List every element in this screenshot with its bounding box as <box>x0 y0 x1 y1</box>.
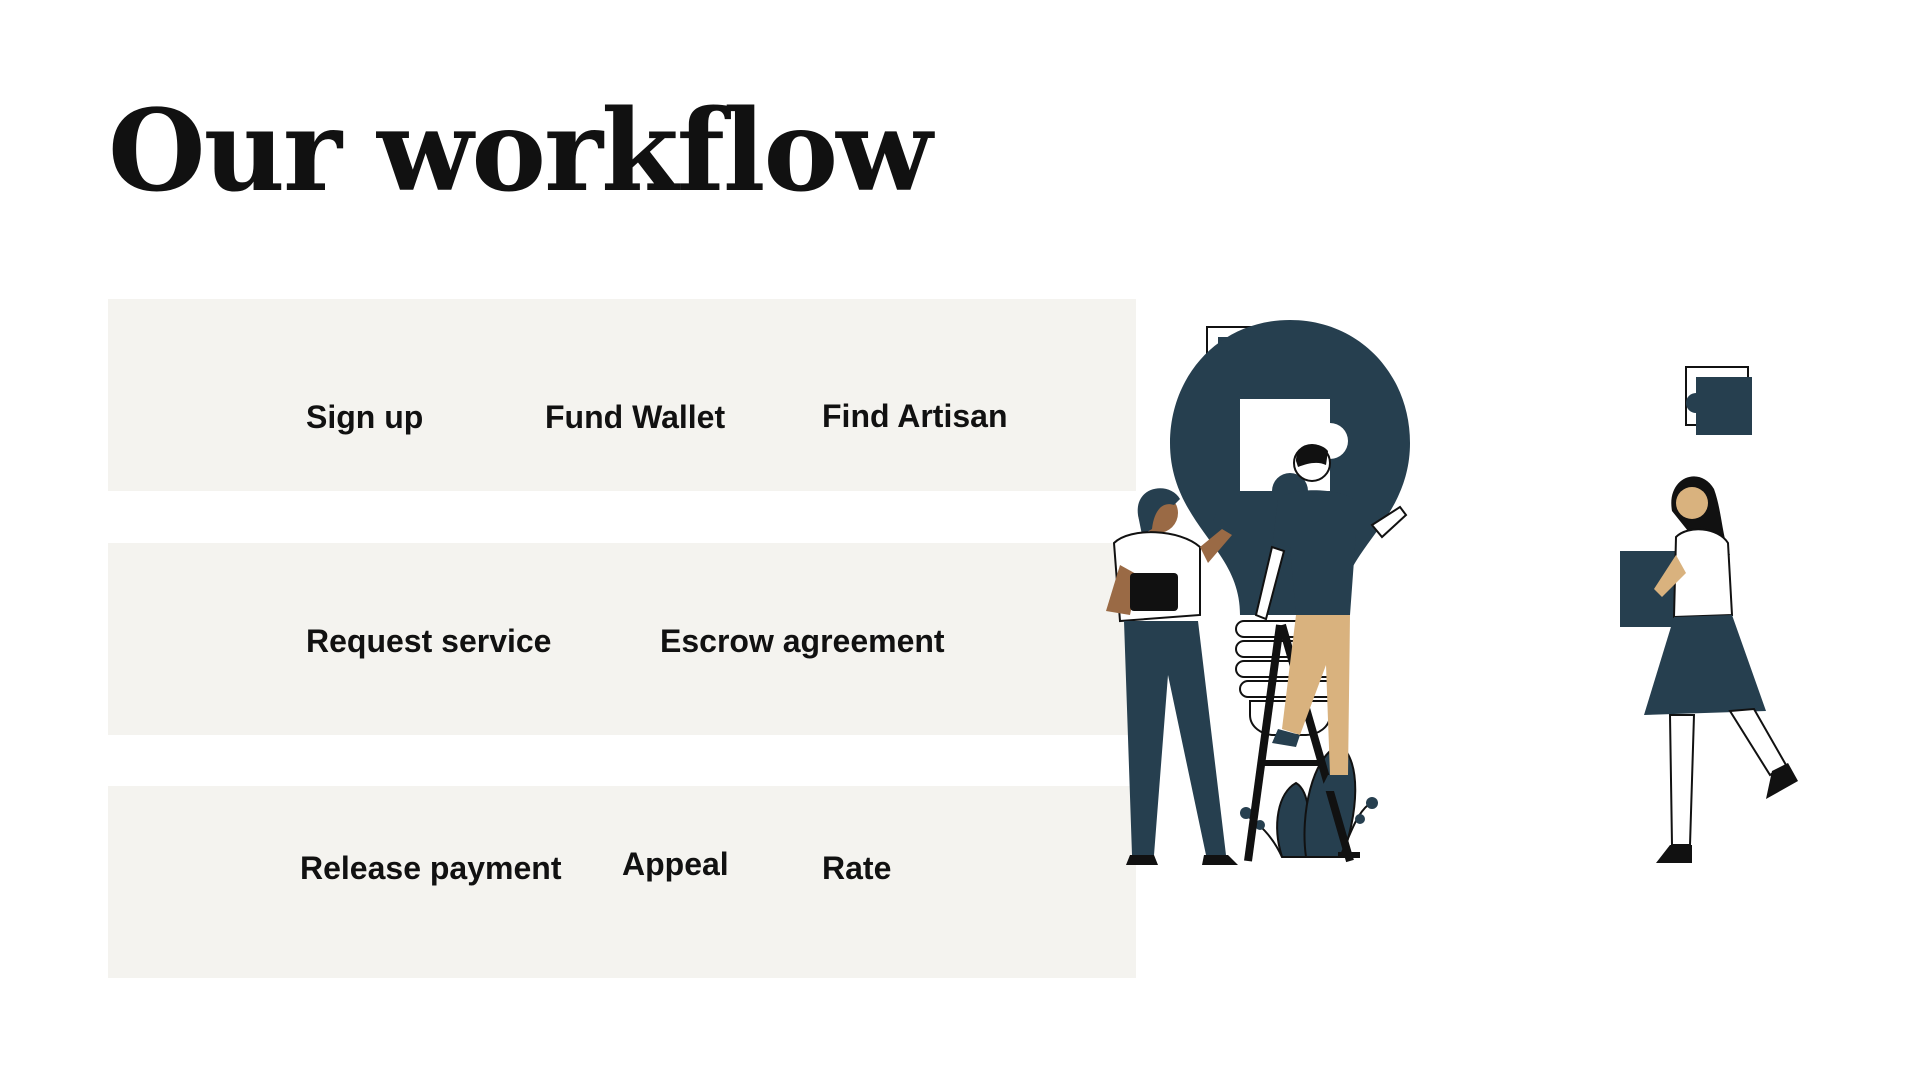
step-request-service: Request service <box>306 623 552 659</box>
workflow-row-3: Release payment Appeal Rate <box>108 786 1136 978</box>
puzzle-piece-top-right-icon <box>1685 366 1752 435</box>
workflow-row-1: Sign up Fund Wallet Find Artisan <box>108 299 1136 491</box>
step-find-artisan: Find Artisan <box>822 398 1008 434</box>
woman-left-icon <box>1106 488 1238 865</box>
step-release-payment: Release payment <box>300 850 562 886</box>
step-sign-up: Sign up <box>306 399 424 435</box>
step-rate: Rate <box>822 850 892 886</box>
woman-right-icon <box>1644 476 1798 863</box>
page-title: Our workflow <box>108 86 933 217</box>
step-appeal: Appeal <box>622 846 729 882</box>
teamwork-lightbulb-puzzle-icon <box>1106 320 1798 865</box>
step-escrow-agreement: Escrow agreement <box>660 623 945 659</box>
man-on-ladder-icon <box>1254 444 1408 791</box>
workflow-row-2: Request service Escrow agreement <box>108 543 1136 735</box>
step-fund-wallet: Fund Wallet <box>545 399 726 435</box>
